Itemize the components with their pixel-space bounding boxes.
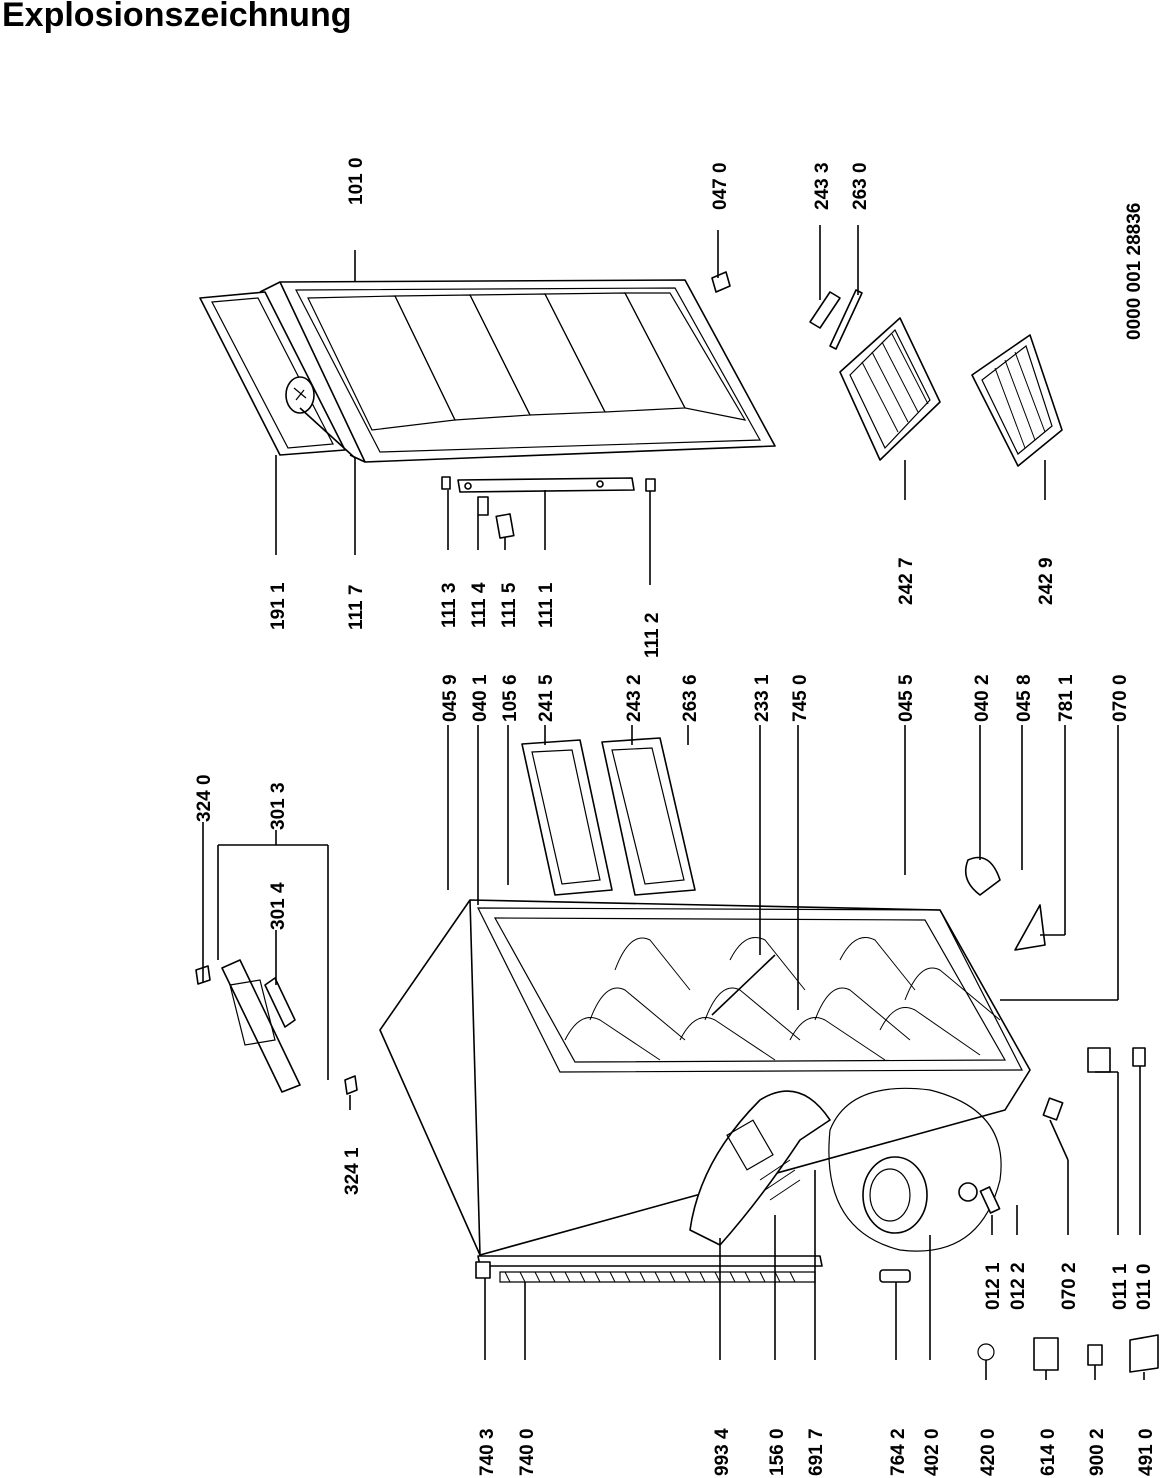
part-label: 233 1 bbox=[752, 674, 773, 722]
part-label: 263 0 bbox=[850, 162, 871, 210]
cover-part bbox=[1042, 1097, 1064, 1121]
switch-part bbox=[1033, 1337, 1059, 1371]
strip-part bbox=[829, 289, 863, 350]
part-label: 191 1 bbox=[268, 582, 289, 630]
part-label: 111 4 bbox=[469, 582, 490, 628]
hinge-part bbox=[711, 271, 731, 293]
clip-part bbox=[964, 856, 1001, 896]
part-label: 045 5 bbox=[896, 674, 917, 722]
part-label: 241 5 bbox=[536, 674, 557, 722]
part-label: 324 1 bbox=[342, 1147, 363, 1195]
part-label: 243 2 bbox=[624, 674, 645, 722]
handle-rail-part bbox=[441, 476, 656, 539]
bolt-part bbox=[1132, 1047, 1146, 1067]
part-label: 105 6 bbox=[500, 674, 521, 722]
relay-part bbox=[1087, 1047, 1111, 1073]
part-label: 745 0 bbox=[790, 674, 811, 722]
part-label: 040 2 bbox=[972, 674, 993, 722]
bracket-part bbox=[1014, 904, 1046, 951]
part-label: 011 0 bbox=[1134, 1264, 1155, 1311]
part-label: 070 0 bbox=[1110, 674, 1131, 722]
housing-part bbox=[1129, 1334, 1159, 1373]
part-label: 012 1 bbox=[983, 1262, 1004, 1310]
document-number: 0000 001 28836 bbox=[1124, 203, 1145, 340]
leader-lines bbox=[202, 225, 1145, 1380]
part-label: 691 7 bbox=[806, 1428, 827, 1476]
part-label: 740 0 bbox=[517, 1428, 538, 1476]
part-label: 781 1 bbox=[1056, 674, 1077, 722]
part-label: 101 0 bbox=[346, 157, 367, 205]
part-label: 420 0 bbox=[978, 1428, 999, 1476]
part-label: 243 3 bbox=[812, 162, 833, 210]
top-cover-part bbox=[195, 959, 358, 1095]
flap-part bbox=[809, 291, 841, 329]
part-label: 402 0 bbox=[922, 1428, 943, 1476]
part-label: 045 8 bbox=[1014, 674, 1035, 722]
drawer-fronts-part bbox=[521, 737, 696, 896]
part-label: 111 3 bbox=[439, 583, 460, 628]
condenser-part bbox=[475, 1255, 911, 1283]
part-label: 242 9 bbox=[1036, 557, 1057, 605]
part-label: 111 2 bbox=[642, 613, 663, 658]
part-labels: 324 0 301 3 301 4 324 1 191 1 111 7 101 … bbox=[194, 157, 1157, 1476]
part-label: 491 0 bbox=[1136, 1428, 1157, 1476]
page-title: Explosionszeichnung bbox=[2, 0, 352, 34]
part-label: 764 2 bbox=[888, 1428, 909, 1476]
part-label: 011 1 bbox=[1110, 1263, 1131, 1310]
part-label: 111 5 bbox=[499, 582, 520, 628]
part-label: 111 7 bbox=[346, 585, 367, 630]
part-label: 045 9 bbox=[440, 674, 461, 722]
part-label: 324 0 bbox=[194, 774, 215, 822]
part-label: 047 0 bbox=[710, 162, 731, 210]
part-label: 301 3 bbox=[268, 782, 289, 830]
part-label: 070 2 bbox=[1059, 1262, 1080, 1310]
basket-lower-part bbox=[971, 334, 1063, 467]
lamp-part bbox=[1087, 1344, 1103, 1366]
door-seal-part bbox=[199, 291, 346, 456]
part-label: 040 1 bbox=[470, 674, 491, 722]
rail-part bbox=[711, 954, 776, 1016]
part-label: 993 4 bbox=[712, 1428, 733, 1476]
part-label: 614 0 bbox=[1038, 1428, 1059, 1476]
part-label: 301 4 bbox=[268, 882, 289, 930]
door-part bbox=[259, 279, 776, 463]
part-label: 012 2 bbox=[1008, 1262, 1029, 1310]
part-label: 900 2 bbox=[1087, 1428, 1108, 1476]
part-label: 156 0 bbox=[767, 1428, 788, 1476]
thermostat-part bbox=[977, 1343, 995, 1361]
part-label: 242 7 bbox=[896, 557, 917, 605]
part-label: 111 1 bbox=[536, 582, 557, 628]
cabinet-body-part bbox=[379, 899, 1031, 1256]
basket-upper-part bbox=[839, 317, 941, 461]
part-label: 740 3 bbox=[477, 1428, 498, 1476]
part-label: 263 6 bbox=[680, 674, 701, 722]
